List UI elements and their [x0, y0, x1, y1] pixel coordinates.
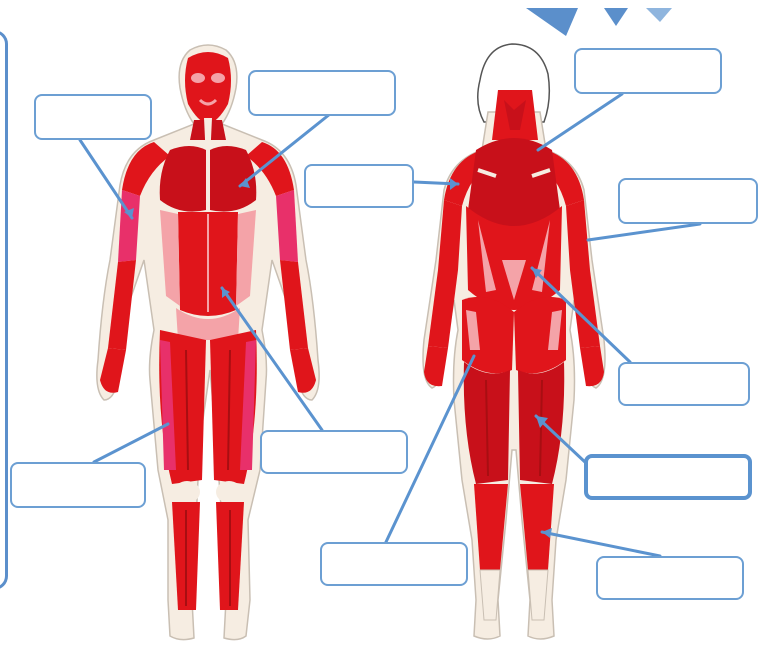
answer-box-back-top-right[interactable]: [574, 48, 722, 94]
answer-box-back-lower-right[interactable]: [596, 556, 744, 600]
answer-input[interactable]: [592, 462, 744, 492]
answer-input[interactable]: [16, 468, 140, 502]
answer-input[interactable]: [326, 548, 462, 580]
answer-input[interactable]: [254, 76, 390, 110]
answer-input[interactable]: [40, 100, 146, 134]
answer-box-front-upper-left[interactable]: [34, 94, 152, 140]
answer-box-back-right-shoulder[interactable]: [618, 178, 758, 224]
answer-box-front-lower-right[interactable]: [260, 430, 408, 474]
answer-box-front-lower-left[interactable]: [10, 462, 146, 508]
answer-input[interactable]: [624, 184, 752, 218]
answer-input[interactable]: [602, 562, 738, 594]
answer-box-back-right-selected[interactable]: [584, 454, 752, 500]
triangle-decoration: [526, 8, 672, 36]
answer-box-front-upper-right[interactable]: [248, 70, 396, 116]
answer-input[interactable]: [266, 436, 402, 468]
answer-box-back-mid-left[interactable]: [304, 164, 414, 208]
answer-box-back-lower-left[interactable]: [320, 542, 468, 586]
answer-input[interactable]: [624, 368, 744, 400]
answer-box-back-right-mid[interactable]: [618, 362, 750, 406]
answer-input[interactable]: [310, 170, 408, 202]
answer-input[interactable]: [580, 54, 716, 88]
